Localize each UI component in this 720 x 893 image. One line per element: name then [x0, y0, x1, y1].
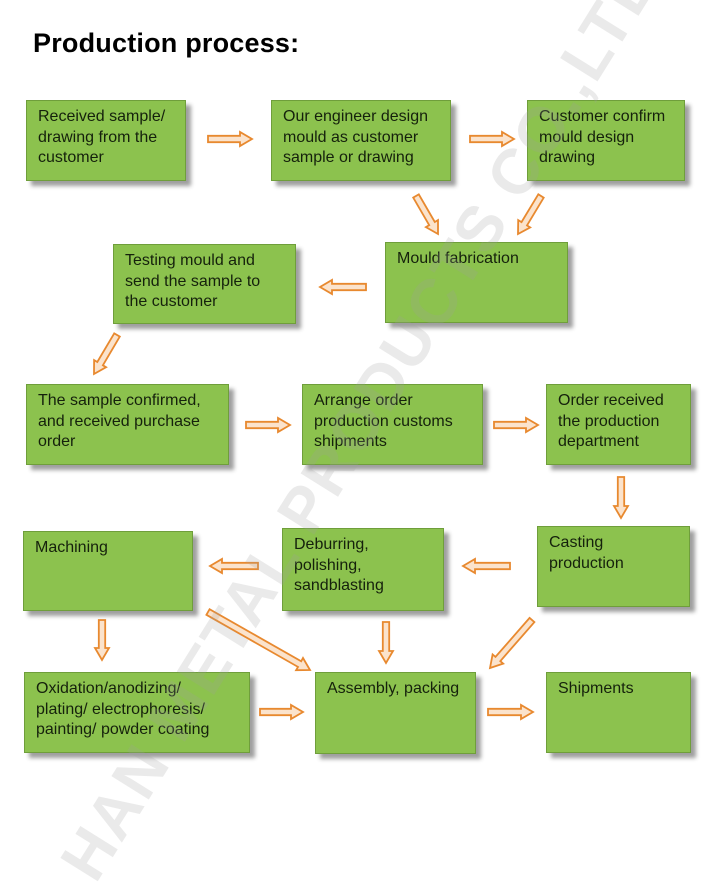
step-customer-confirm: Customer confirm mould design drawing — [527, 100, 685, 181]
step-engineer-design: Our engineer design mould as customer sa… — [271, 100, 451, 181]
step-order-received: Order received the production department — [546, 384, 691, 465]
step-shipments: Shipments — [546, 672, 691, 753]
step-label: Assembly, packing — [327, 680, 460, 697]
step-label: Oxidation/anodizing/ plating/ electropho… — [36, 680, 210, 738]
step-machining: Machining — [23, 531, 193, 611]
step-label: Machining — [35, 539, 108, 556]
arrow-casting-to-deburring — [461, 557, 511, 575]
step-label: Testing mould and send the sample to the… — [125, 252, 261, 310]
arrow-testing-to-sample — [93, 332, 122, 376]
step-assembly: Assembly, packing — [315, 672, 476, 754]
arrow-machining-to-assembly — [205, 607, 312, 672]
arrow-order-to-casting — [612, 476, 630, 520]
step-arrange-order: Arrange order production customs shipmen… — [302, 384, 483, 465]
step-deburring: Deburring, polishing, sandblasting — [282, 528, 444, 611]
arrow-deburring-to-machining — [208, 557, 259, 575]
arrow-design-to-confirm — [469, 130, 516, 148]
arrow-confirm-to-fabrication — [517, 193, 545, 236]
step-label: Casting production — [549, 534, 624, 572]
arrow-machining-to-oxidation — [93, 619, 111, 662]
page-title: Production process: — [33, 28, 300, 58]
arrow-oxidation-to-assembly — [259, 703, 305, 721]
step-received-sample: Received sample/ drawing from the custom… — [26, 100, 186, 181]
step-label: The sample confirmed, and received purch… — [38, 392, 201, 450]
arrow-casting-to-assembly — [488, 616, 536, 670]
arrow-arrange-to-order — [493, 416, 540, 434]
step-label: Order received the production department — [558, 392, 664, 450]
step-casting: Casting production — [537, 526, 690, 607]
arrow-fabrication-to-testing — [318, 278, 367, 296]
step-label: Customer confirm mould design drawing — [539, 108, 666, 166]
arrow-sample-to-arrange — [245, 416, 292, 434]
step-label: Arrange order production customs shipmen… — [314, 392, 453, 450]
arrow-assembly-to-shipments — [487, 703, 535, 721]
arrow-design-to-fabrication — [411, 193, 439, 236]
step-label: Shipments — [558, 680, 634, 697]
arrow-deburring-to-assembly — [377, 621, 395, 665]
step-oxidation: Oxidation/anodizing/ plating/ electropho… — [24, 672, 250, 753]
step-label: Deburring, polishing, sandblasting — [294, 536, 384, 594]
step-testing-mould: Testing mould and send the sample to the… — [113, 244, 296, 324]
step-mould-fabrication: Mould fabrication — [385, 242, 568, 323]
step-label: Mould fabrication — [397, 250, 519, 267]
step-label: Our engineer design mould as customer sa… — [283, 108, 428, 166]
step-sample-confirmed: The sample confirmed, and received purch… — [26, 384, 229, 465]
step-label: Received sample/ drawing from the custom… — [38, 108, 166, 166]
arrow-received-to-design — [207, 130, 254, 148]
